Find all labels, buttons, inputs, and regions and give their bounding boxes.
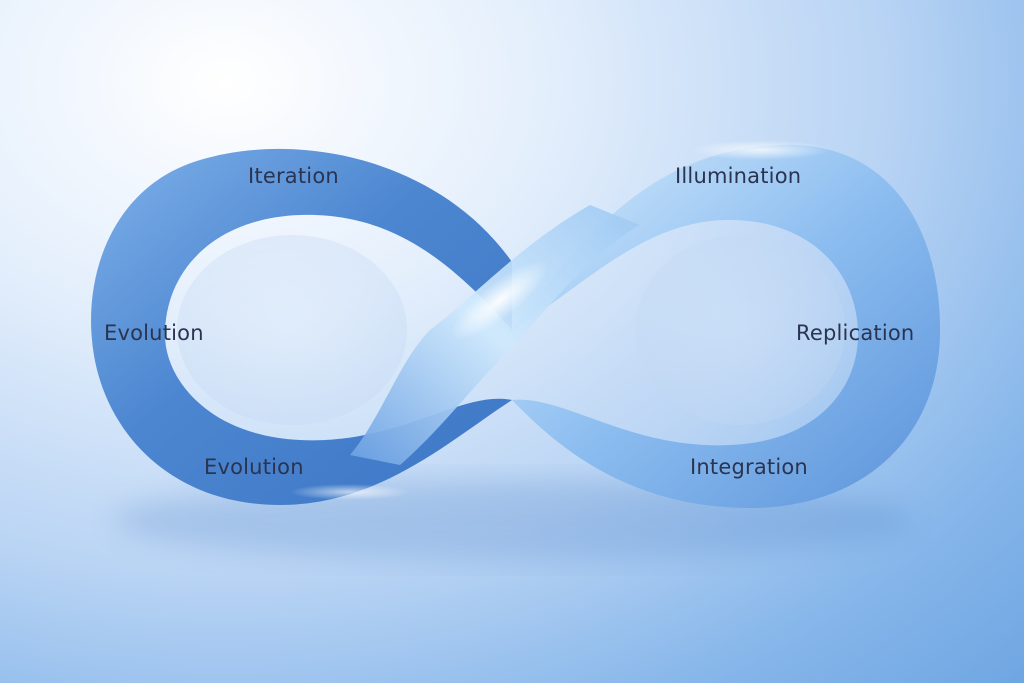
top-right-glow	[690, 140, 830, 160]
label-evolution-bottom: Evolution	[204, 457, 304, 478]
bottom-left-glow	[290, 484, 410, 500]
label-replication: Replication	[796, 323, 914, 344]
label-evolution-left: Evolution	[104, 323, 204, 344]
label-iteration: Iteration	[248, 166, 339, 187]
left-hole	[177, 235, 407, 425]
label-illumination: Illumination	[675, 166, 801, 187]
label-integration: Integration	[690, 457, 808, 478]
